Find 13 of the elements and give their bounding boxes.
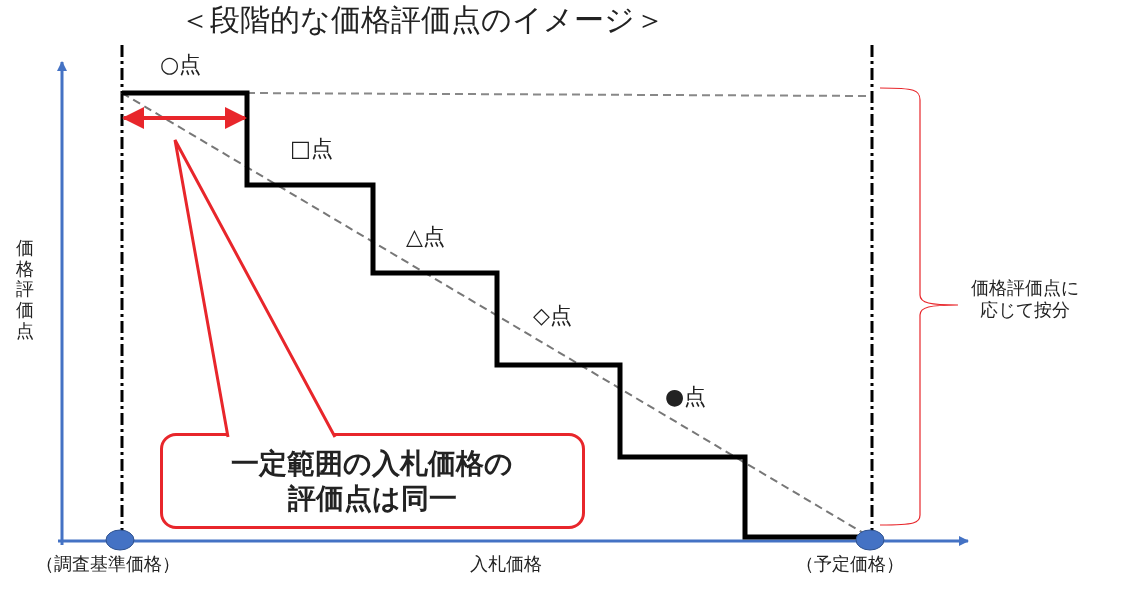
axis-value-label: （調査基準価格）	[36, 553, 180, 575]
axis-title: 価格評価点	[16, 238, 34, 342]
diagram-title: ＜段階的な価格評価点のイメージ＞	[180, 2, 665, 38]
callout-text: 一定範囲の入札価格の評価点は同一	[230, 446, 515, 516]
score-label: ●点	[665, 384, 707, 411]
callout-box	[160, 433, 585, 529]
bracket-note: 価格評価点に応じて按分	[969, 277, 1080, 321]
axis-value-label: （予定価格）	[796, 553, 904, 575]
score-label: □点	[290, 136, 333, 163]
score-label: △点	[406, 224, 445, 251]
score-label: ○点	[160, 52, 202, 79]
axis-title: 入札価格	[470, 553, 542, 575]
score-label: ◇点	[533, 303, 572, 330]
